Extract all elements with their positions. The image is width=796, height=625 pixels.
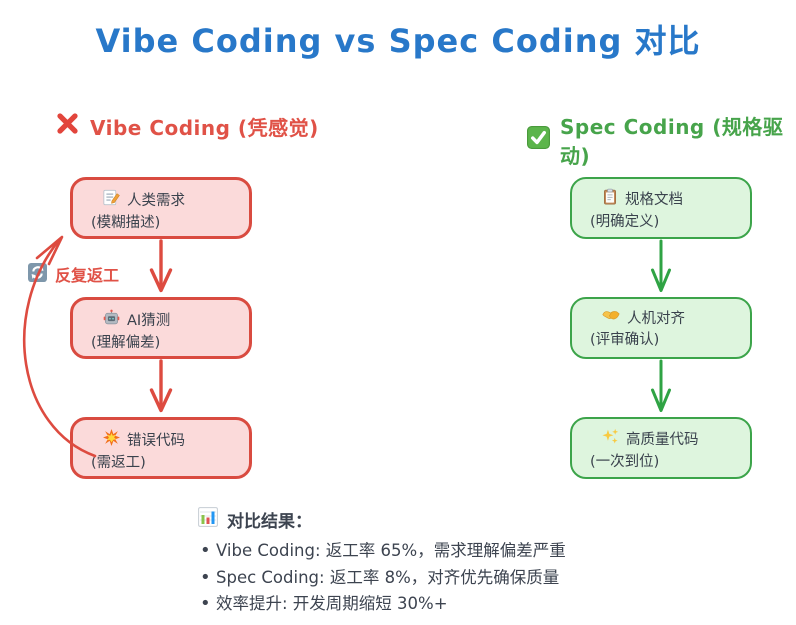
summary-bullet-vibe: Vibe Coding: 返工率 65%，需求理解偏差严重 — [198, 538, 566, 565]
box-subtitle: (一次到位) — [590, 454, 660, 470]
box-subtitle: (理解偏差) — [91, 335, 161, 351]
box-subtitle: (需返工) — [91, 455, 146, 471]
sparkles-icon — [602, 428, 619, 452]
page-title: Vibe Coding vs Spec Coding 对比 — [95, 22, 701, 60]
summary-bullet-efficiency: 效率提升: 开发周期缩短 30%+ — [198, 591, 566, 618]
cross-mark-icon — [55, 111, 80, 141]
spec-box-quality-code: 高质量代码 (一次到位) — [570, 417, 752, 479]
handshake-icon — [602, 308, 620, 330]
box-title: 规格文档 — [625, 191, 683, 208]
spec-column-header: Spec Coding (规格驱动) — [527, 111, 796, 169]
spec-box-spec-doc: 规格文档 (明确定义) — [570, 177, 752, 239]
vibe-arrow-2-head — [149, 388, 173, 413]
rework-loop-label: 反复返工 — [28, 262, 119, 286]
comparison-summary: 对比结果： Vibe Coding: 返工率 65%，需求理解偏差严重 Spec… — [198, 507, 566, 618]
box-title: 高质量代码 — [626, 431, 699, 448]
spec-box-alignment: 人机对齐 (评审确认) — [570, 297, 752, 359]
summary-bullet-spec: Spec Coding: 返工率 8%，对齐优先确保质量 — [198, 565, 566, 592]
vibe-box-human-requirement: 人类需求 (模糊描述) — [70, 177, 252, 239]
box-title: AI猜测 — [127, 312, 171, 329]
rework-loop-text: 反复返工 — [55, 266, 120, 285]
box-subtitle: (明确定义) — [590, 214, 660, 230]
memo-icon — [103, 189, 120, 213]
vibe-column-header: Vibe Coding (凭感觉) — [55, 111, 319, 141]
box-subtitle: (模糊描述) — [91, 215, 161, 231]
robot-icon — [103, 309, 120, 333]
vibe-arrow-1-head — [149, 268, 173, 293]
spec-header-label: Spec Coding (规格驱动) — [560, 115, 784, 168]
spec-arrow-1-head — [651, 268, 671, 292]
summary-bullet-list: Vibe Coding: 返工率 65%，需求理解偏差严重 Spec Codin… — [198, 538, 566, 618]
vibe-header-label: Vibe Coding (凭感觉) — [90, 115, 319, 140]
box-title: 错误代码 — [127, 432, 185, 449]
summary-heading: 对比结果： — [227, 512, 312, 532]
bar-chart-icon — [198, 507, 218, 532]
refresh-icon — [28, 262, 47, 286]
clipboard-icon — [602, 188, 618, 212]
box-title: 人类需求 — [127, 192, 185, 209]
vibe-box-wrong-code: 错误代码 (需返工) — [70, 417, 252, 479]
box-title: 人机对齐 — [627, 310, 685, 327]
spec-arrow-2-head — [651, 388, 671, 412]
collision-icon — [103, 429, 120, 453]
check-mark-icon — [527, 126, 550, 154]
vibe-box-ai-guess: AI猜测 (理解偏差) — [70, 297, 252, 359]
box-subtitle: (评审确认) — [590, 332, 660, 348]
